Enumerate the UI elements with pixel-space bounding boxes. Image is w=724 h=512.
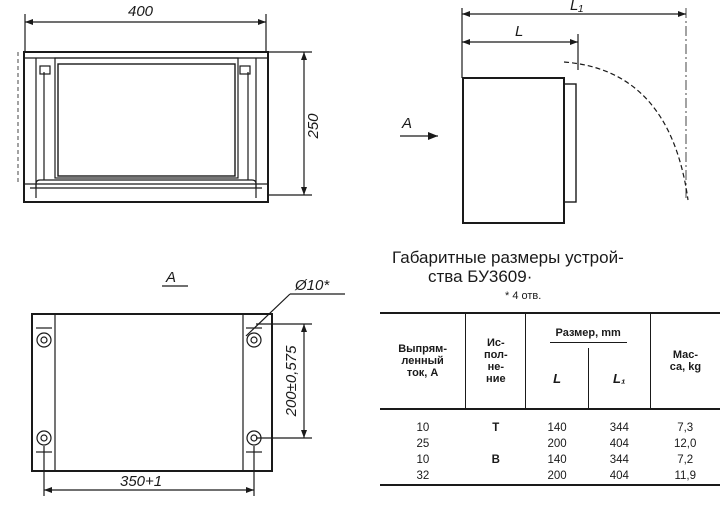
bottom-view-label: A [165,269,176,286]
caption-line-2: ства БУ3609· [428,267,533,286]
bottom-view [31,285,345,496]
view-a-arrow-label: A [401,115,412,132]
bottom-width-label: 350+1 [120,473,162,490]
front-inner-frame [54,57,239,179]
front-right-bracket [239,65,251,75]
bottom-height-label: 200±0,575 [283,345,300,417]
front-left-bracket [39,65,51,75]
arrowhead-icon [25,19,33,25]
cell-mass: 7,2 [677,454,694,466]
front-view [17,14,312,203]
arrowhead-icon [301,324,307,332]
header-l1: L₁ [587,348,651,410]
caption: Габаритные размеры устрой- ства БУ3609· [392,248,722,286]
side-body-outline [462,77,565,224]
door-swing-arc [563,61,689,201]
cell-current: 32 [380,468,466,486]
cell-current: 10 [416,454,430,466]
header-l: L [525,348,589,410]
front-body-outline [23,51,269,203]
cell-current: 25 [416,438,430,450]
cell-l1: 404 [609,438,629,450]
header-current: Выпрям- ленный ток, А [380,312,466,410]
arrowhead-icon [301,187,307,195]
arrowhead-icon [258,19,266,25]
holes-note: * 4 отв. [505,290,542,302]
header-mass: Мас- са, kg [649,312,720,410]
hole-label: Ø10* [294,277,330,294]
mounting-hole-top-right [246,327,262,348]
cell-mass: 7,3 [677,422,694,434]
l-label: L [515,23,523,40]
cell-l: 140 [547,422,567,434]
table-row: 32 200 404 11,9 [380,468,720,486]
side-door [563,83,577,203]
l1-label: L₁ [570,0,583,14]
cell-execution [465,468,526,486]
caption-line-1: Габаритные размеры устрой- [392,248,624,267]
front-window [57,63,236,177]
header-execution: Ис- пол- не- ние [465,312,526,410]
front-height-label: 250 [305,113,322,140]
bottom-body-outline [31,313,273,472]
dimensions-table: Выпрям- ленный ток, А Ис- пол- не- ние Р… [380,312,720,486]
cell-execution: В [491,454,500,466]
arrowhead-icon [301,52,307,60]
arrowhead-icon [246,487,254,493]
front-width-label: 400 [128,3,154,20]
cell-l: 200 [547,438,567,450]
arrowhead-icon [570,39,578,45]
arrowhead-icon [462,39,470,45]
arrowhead-icon [428,132,438,140]
cell-l: 200 [525,468,589,486]
table-row: 25 200 404 12,0 [380,436,720,452]
cell-mass: 11,9 [650,468,720,486]
header-size: Размер, mm [525,312,651,348]
mounting-hole-top-left [36,327,52,348]
table-row: 10 Т 140 344 7,3 [380,409,720,436]
cell-current: 10 [416,422,430,434]
table-row: 10 В 140 344 7,2 [380,452,720,468]
arrowhead-icon [678,11,686,17]
cell-l1: 344 [609,454,629,466]
arrowhead-icon [462,11,470,17]
cell-l: 140 [547,454,567,466]
cell-l1: 404 [588,468,651,486]
side-view [400,8,689,224]
arrowhead-icon [44,487,52,493]
front-foot-rail [35,179,257,198]
cell-execution: Т [492,422,500,434]
arrowhead-icon [301,430,307,438]
cell-l1: 344 [609,422,629,434]
cell-mass: 12,0 [674,438,697,450]
cell-execution [466,436,526,452]
hole-leader-line [245,293,291,337]
